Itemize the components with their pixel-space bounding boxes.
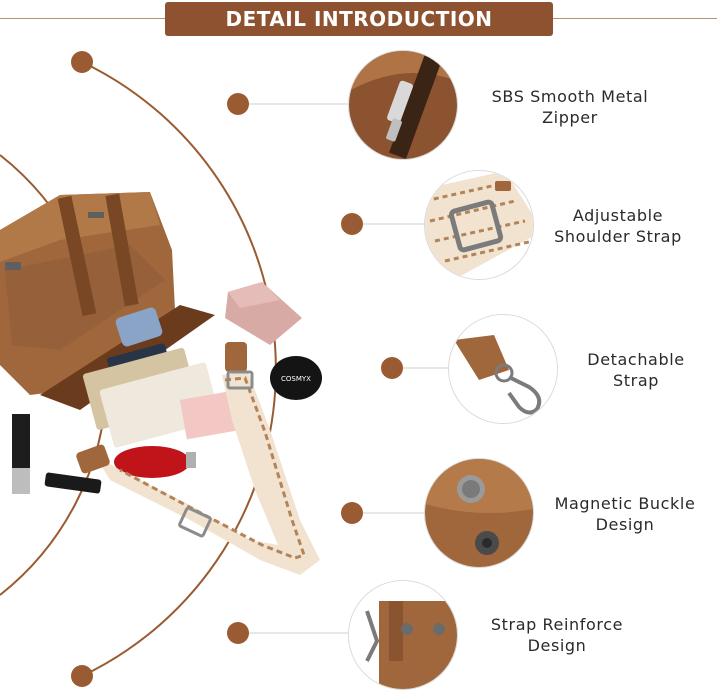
feature-label-zipper: SBS Smooth Metal Zipper [491, 87, 649, 127]
section-title-banner: DETAIL INTRODUCTION [165, 2, 553, 36]
snap-hook-icon [449, 315, 557, 423]
arc-dot [381, 357, 403, 379]
feature-label-detachable: Detachable Strap [587, 350, 685, 390]
cream-tube [12, 414, 30, 494]
svg-text:COSMYX: COSMYX [281, 375, 311, 383]
arc-dot [227, 93, 249, 115]
feature-thumb-strap [424, 170, 534, 280]
feature-label-magnetic: Magnetic Buckle Design [554, 494, 696, 534]
arc-dot [341, 502, 363, 524]
rivet-icon [349, 581, 457, 689]
shoulder-strap [76, 342, 320, 575]
feature-label-reinforce: Strap Reinforce Design [490, 615, 624, 655]
arc-dot [341, 213, 363, 235]
cosmetic-compact: COSMYX [270, 356, 322, 400]
section-title: DETAIL INTRODUCTION [225, 7, 493, 31]
arc-dot [71, 665, 93, 687]
zipper-icon [349, 51, 457, 159]
header-divider-left [0, 18, 165, 19]
arc-dot [227, 622, 249, 644]
arc-dot [71, 51, 93, 73]
header-divider-right [553, 18, 717, 19]
bag-contents [82, 307, 241, 448]
feature-thumb-detachable [448, 314, 558, 424]
strap-buckle-icon [425, 171, 533, 279]
magnet-icon [425, 459, 533, 567]
feature-thumb-reinforce [348, 580, 458, 690]
pink-wallet [225, 282, 302, 345]
feature-label-strap: Adjustable Shoulder Strap [554, 206, 682, 246]
feature-thumb-zipper [348, 50, 458, 160]
perfume-bottle [114, 446, 196, 478]
feature-thumb-magnetic [424, 458, 534, 568]
lipstick [44, 472, 102, 494]
